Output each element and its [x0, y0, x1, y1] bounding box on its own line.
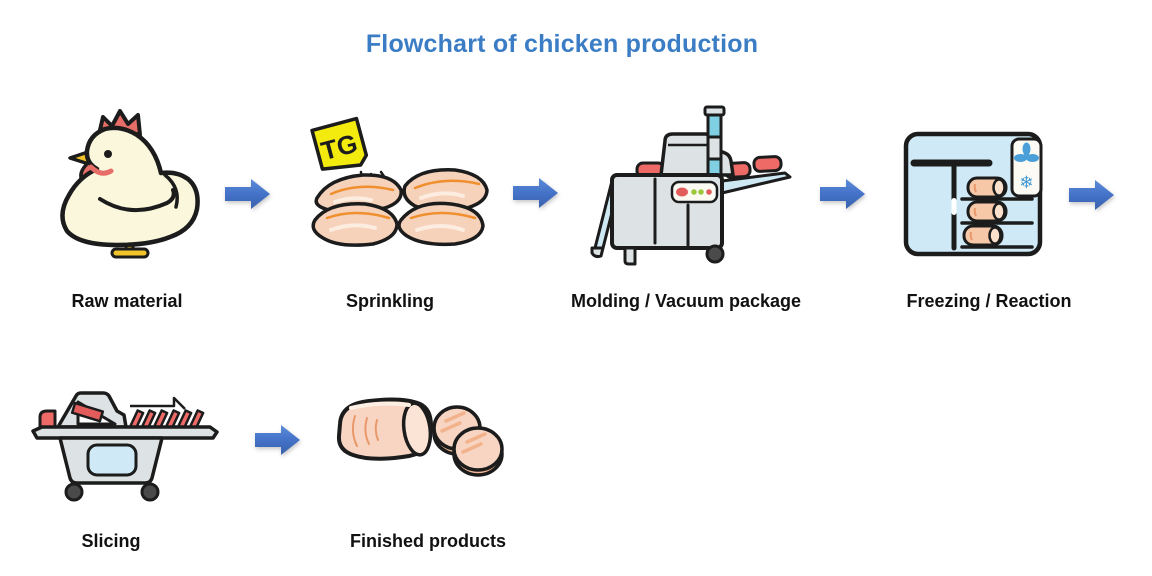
- step-label-slicing: Slicing: [81, 531, 141, 551]
- chicken-breasts-icon: TG: [310, 116, 489, 247]
- arrow-right-icon: [224, 177, 272, 211]
- page-title: Flowchart of chicken production: [365, 30, 759, 58]
- step-label-raw-material: Raw material: [71, 291, 183, 311]
- step-label-finished-products: Finished products: [349, 531, 506, 551]
- step-label-molding-vacuum: Molding / Vacuum package: [570, 291, 802, 311]
- snowflake-icon: ❄: [1019, 173, 1033, 192]
- freezer-icon: ❄: [903, 131, 1043, 257]
- arrow-right-icon: [254, 423, 302, 457]
- step-label-sprinkling: Sprinkling: [345, 291, 434, 311]
- chicken-icon: [60, 109, 200, 259]
- slicing-machine-icon: [31, 391, 219, 502]
- feed-direction-arrow: [130, 396, 186, 410]
- finished-products-illustration: [325, 392, 515, 497]
- raw-material-illustration: [45, 103, 220, 265]
- tg-bag-icon: TG: [310, 116, 369, 171]
- ham-slice: [452, 426, 504, 477]
- arrow-right-icon: [512, 176, 560, 210]
- door-handle: [951, 198, 957, 215]
- fan-icon: [1014, 142, 1039, 162]
- meat-logs: [962, 176, 1008, 247]
- ham-log: [336, 397, 433, 461]
- freezing-illustration: ❄: [900, 126, 1052, 264]
- sprinkling-illustration: TG: [295, 112, 495, 260]
- molding-vacuum-illustration: [585, 103, 795, 268]
- molding-machine-icon: [590, 105, 792, 266]
- control-panel: [670, 180, 719, 204]
- ham-and-slices-icon: [336, 397, 504, 477]
- arrow-right-icon: [1068, 178, 1116, 212]
- arrow-right-icon: [819, 177, 867, 211]
- step-label-freezing-reaction: Freezing / Reaction: [906, 291, 1072, 311]
- chicken-eye: [104, 150, 112, 158]
- slicing-illustration: [28, 385, 220, 510]
